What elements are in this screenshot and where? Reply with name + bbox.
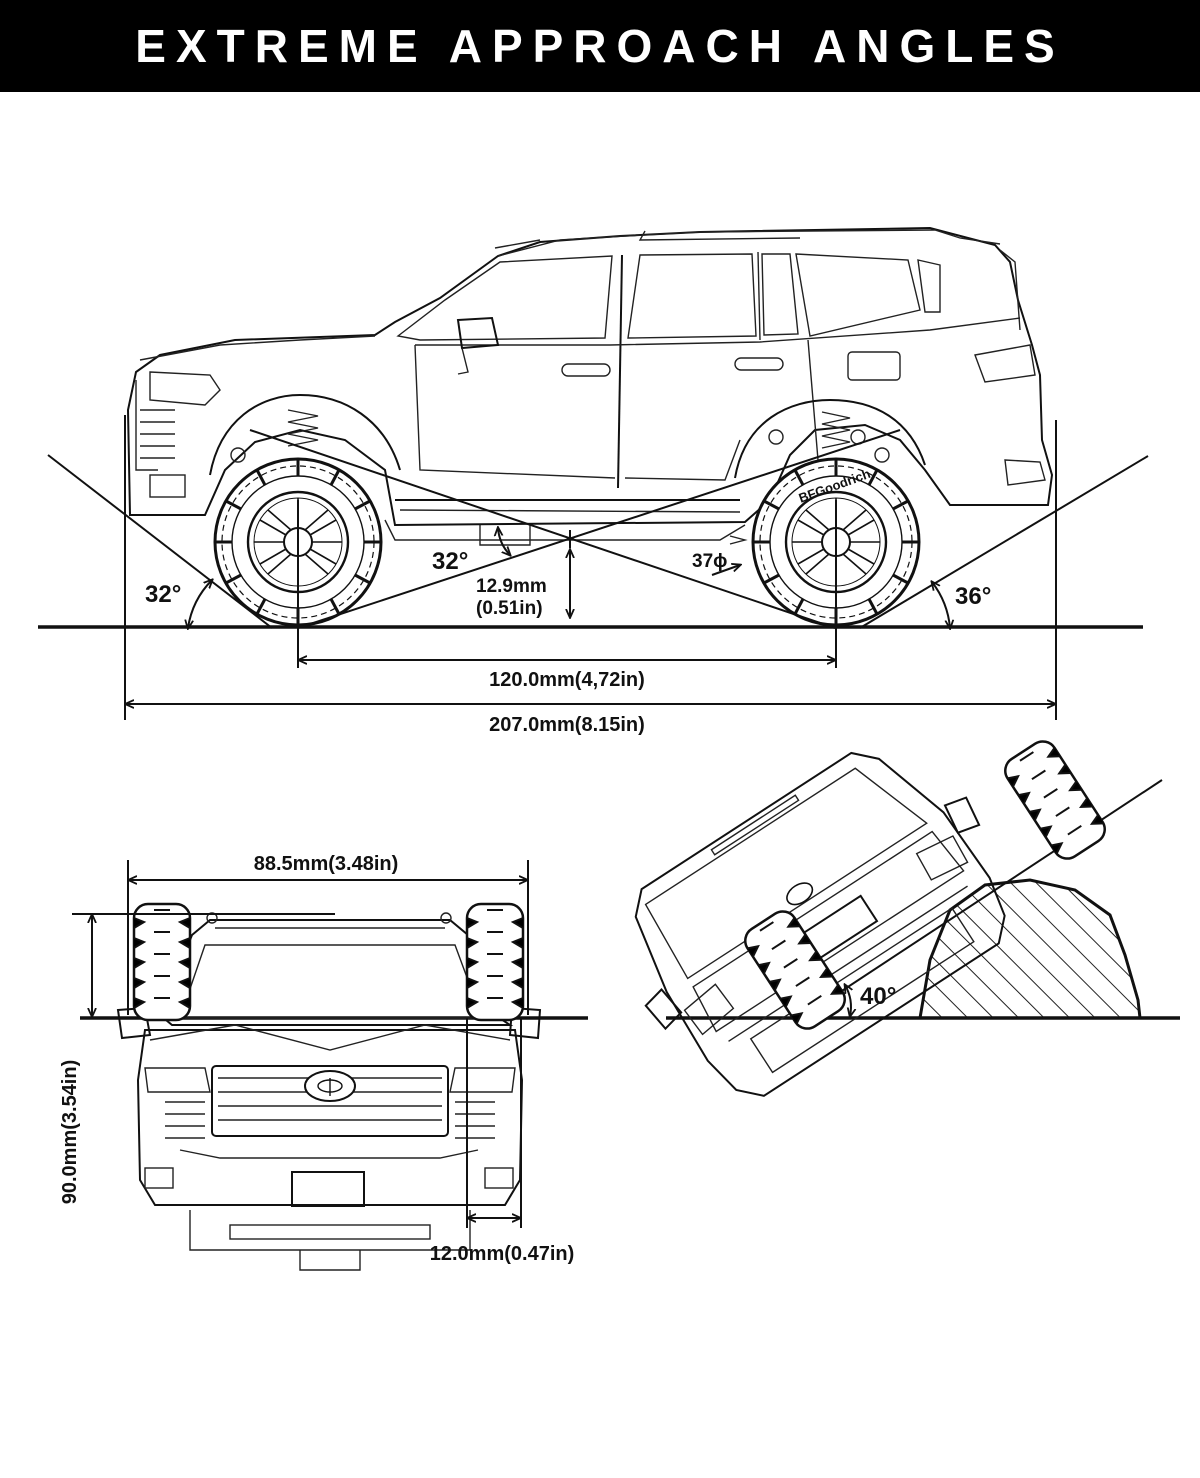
departure-angle-arc bbox=[932, 582, 950, 628]
tilt-angle-arc bbox=[845, 985, 851, 1016]
front-view: 88.5mm(3.48in) 90.0mm(3.54in) 12.0mm(0.4… bbox=[59, 853, 588, 1271]
side-view: BFGoodrich 32° 32° 36° 12.9mm (0.51in) 3… bbox=[38, 226, 1149, 736]
tilt-angle-reference-line bbox=[821, 779, 1163, 1005]
rock-obstacle bbox=[918, 878, 1142, 1020]
wheelbase-label: 120.0mm(4,72in) bbox=[489, 669, 645, 691]
breakover-angle-arc bbox=[498, 528, 510, 555]
tilt-angle-label: 40° bbox=[860, 983, 896, 1010]
rear-right-tire bbox=[998, 734, 1112, 866]
ground-clearance-in-label: (0.51in) bbox=[476, 598, 543, 619]
rear-tilt-view: 40° bbox=[634, 734, 1180, 1097]
title-banner: EXTREME APPROACH ANGLES bbox=[0, 0, 1200, 92]
rear-left-tire bbox=[738, 904, 852, 1036]
page-title: EXTREME APPROACH ANGLES bbox=[135, 20, 1065, 72]
approach-angle-label: 32° bbox=[145, 581, 181, 608]
departure-angle-label: 36° bbox=[955, 583, 991, 610]
ground-clearance-mm-label: 12.9mm bbox=[476, 576, 547, 597]
breakover-line-rear bbox=[297, 429, 901, 629]
departure-angle-line bbox=[859, 455, 1149, 629]
width-label: 88.5mm(3.48in) bbox=[254, 853, 399, 875]
front-right-tire bbox=[465, 902, 525, 1022]
front-left-tire bbox=[132, 902, 192, 1022]
approach-angle-arc bbox=[188, 580, 212, 628]
tire-width-label: 12.0mm(0.47in) bbox=[430, 1243, 575, 1265]
side-vehicle-drawing bbox=[126, 226, 1054, 546]
approach-angle-line bbox=[47, 454, 273, 629]
overall-length-label: 207.0mm(8.15in) bbox=[489, 714, 645, 736]
rear-marker-label: 37ϕ bbox=[692, 551, 727, 572]
breakover-angle-label: 32° bbox=[432, 548, 468, 575]
height-label: 90.0mm(3.54in) bbox=[59, 1060, 81, 1205]
rear-marker-pointer bbox=[711, 565, 740, 576]
breakover-line-front bbox=[249, 429, 836, 629]
